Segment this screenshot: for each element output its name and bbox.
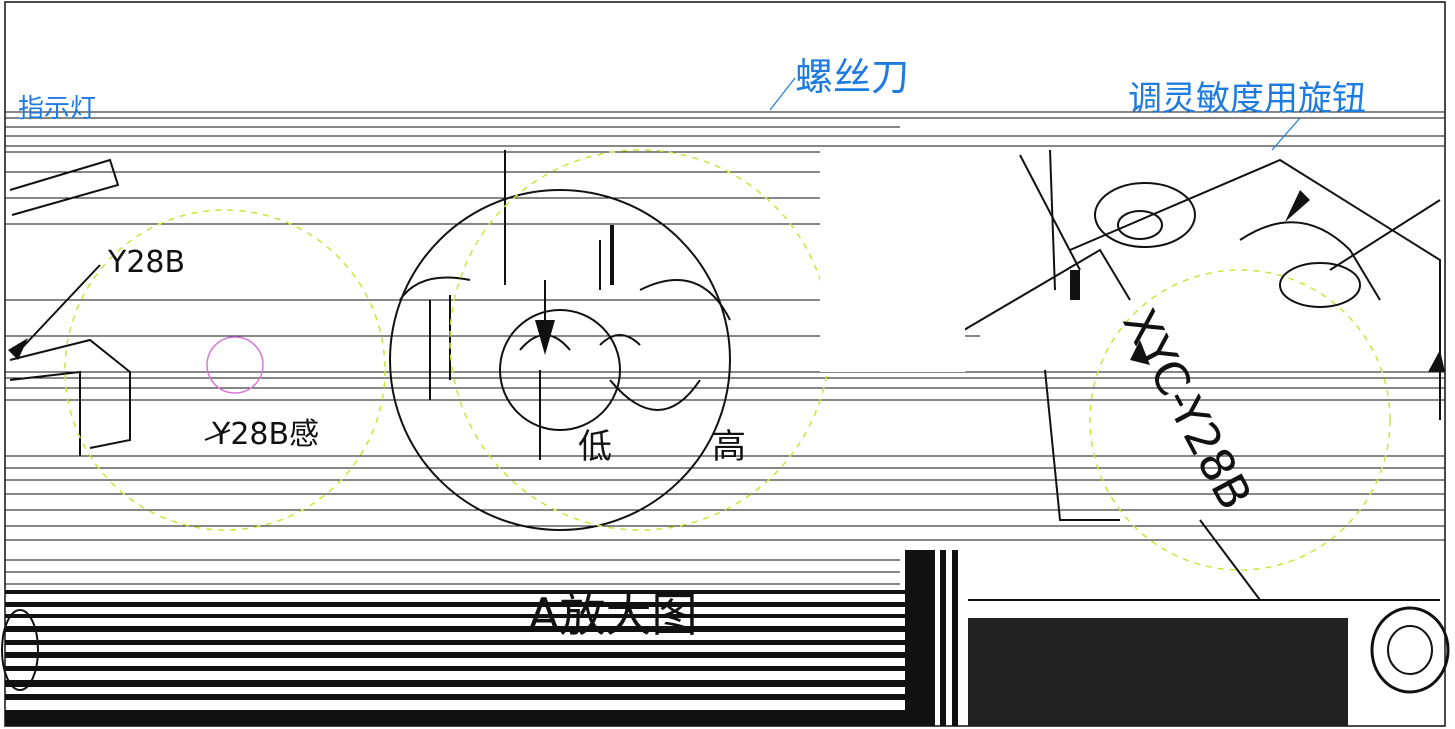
arrow-knob: [1285, 190, 1310, 222]
device-cut-white: [820, 150, 965, 372]
arrow-light-right: [1130, 340, 1150, 365]
arrow-y28b: [8, 338, 28, 360]
dial-pointer-bar: [610, 225, 614, 285]
arrow-edge-right: [1428, 350, 1445, 372]
sensor-head-left: [9, 158, 231, 456]
label-sensor-top: Y28B: [108, 245, 186, 280]
sensor-device-right: [929, 149, 1441, 601]
label-dial-low: 低: [578, 427, 612, 467]
label-screwdriver: 螺丝刀: [795, 55, 910, 99]
leader-lines: [769, 77, 1301, 151]
bottom-band-right: [905, 550, 1450, 726]
bottom-band-left: [1, 590, 905, 726]
label-magnified-view: A放大图: [528, 588, 698, 642]
label-sensitivity-knob: 调灵敏度用旋钮: [1128, 79, 1366, 119]
magnified-dial: [389, 150, 731, 531]
label-indicator-light: 指示灯: [18, 94, 97, 124]
arrow-screwdriver-dial: [535, 320, 555, 355]
label-dial-high: 高: [712, 427, 746, 467]
device-edge-bar: [1070, 270, 1080, 300]
magenta-mark: [206, 336, 264, 394]
label-sensor-side: Y28B感: [212, 417, 320, 452]
scanline-bands: [5, 111, 1445, 585]
